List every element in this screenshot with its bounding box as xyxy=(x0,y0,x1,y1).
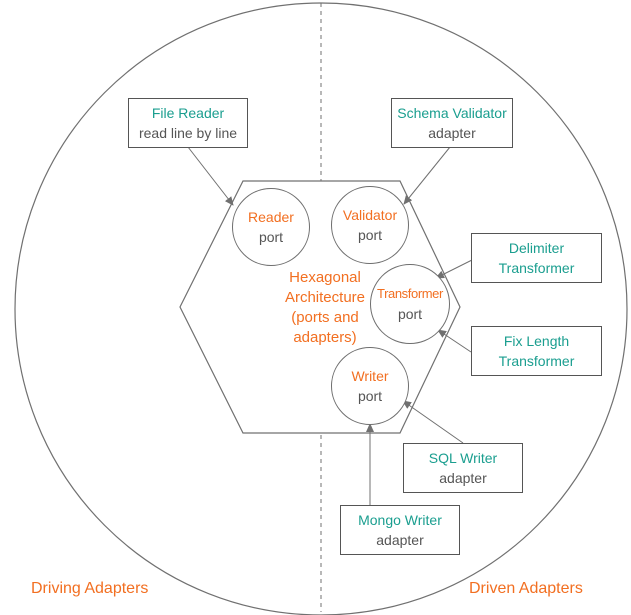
center-line-4: adapters) xyxy=(293,329,357,346)
center-line-1: Hexagonal xyxy=(289,269,361,286)
port-reader: Reader port xyxy=(232,188,310,266)
port-writer-name: Writer xyxy=(351,368,389,384)
port-writer: Writer port xyxy=(331,347,409,425)
port-reader-name: Reader xyxy=(248,209,294,225)
center-line-2: Architecture xyxy=(284,289,366,306)
adapter-schema-validator: Schema Validator adapter xyxy=(391,98,513,148)
adapter-mongo-writer-subtitle: adapter xyxy=(376,532,424,548)
adapter-file-reader: File Reader read line by line xyxy=(128,98,248,148)
port-validator-type: port xyxy=(357,227,383,243)
adapter-fix-length-subtitle: Transformer xyxy=(498,353,575,369)
driving-adapters-label: Driving Adapters xyxy=(31,580,149,597)
adapter-sql-writer-title: SQL Writer xyxy=(428,450,498,466)
port-validator: Validator port xyxy=(331,186,409,264)
adapter-mongo-writer-title: Mongo Writer xyxy=(358,512,442,528)
port-transformer: Transformer port xyxy=(370,264,450,344)
arrow-delimiter-to-transformer xyxy=(435,258,475,279)
adapter-schema-validator-subtitle: adapter xyxy=(428,125,476,141)
adapter-mongo-writer: Mongo Writer adapter xyxy=(340,505,460,555)
port-validator-name: Validator xyxy=(342,207,398,223)
adapter-fix-length-transformer: Fix Length Transformer xyxy=(471,326,602,376)
adapter-schema-validator-title: Schema Validator xyxy=(397,105,507,121)
arrow-file-reader-to-reader xyxy=(187,146,234,206)
center-line-3: (ports and xyxy=(291,309,359,326)
port-reader-type: port xyxy=(258,229,284,245)
center-title: Hexagonal Architecture (ports and adapte… xyxy=(270,268,380,348)
adapter-fix-length-title: Fix Length xyxy=(503,333,570,349)
adapter-file-reader-title: File Reader xyxy=(151,105,225,121)
port-writer-type: port xyxy=(357,388,383,404)
adapter-file-reader-subtitle: read line by line xyxy=(138,125,238,141)
port-transformer-name: Transformer xyxy=(377,286,443,301)
driven-adapters-label: Driven Adapters xyxy=(469,580,583,597)
adapter-delimiter-subtitle: Transformer xyxy=(498,260,575,276)
arrow-sql-writer-to-writer xyxy=(402,400,464,444)
arrow-fix-length-to-transformer xyxy=(437,329,472,353)
adapter-sql-writer: SQL Writer adapter xyxy=(403,443,523,493)
adapter-sql-writer-subtitle: adapter xyxy=(439,470,487,486)
port-transformer-type: port xyxy=(397,306,423,322)
arrow-schema-validator-to-validator xyxy=(403,146,451,205)
adapter-delimiter-title: Delimiter xyxy=(508,240,565,256)
adapter-delimiter-transformer: Delimiter Transformer xyxy=(471,233,602,283)
